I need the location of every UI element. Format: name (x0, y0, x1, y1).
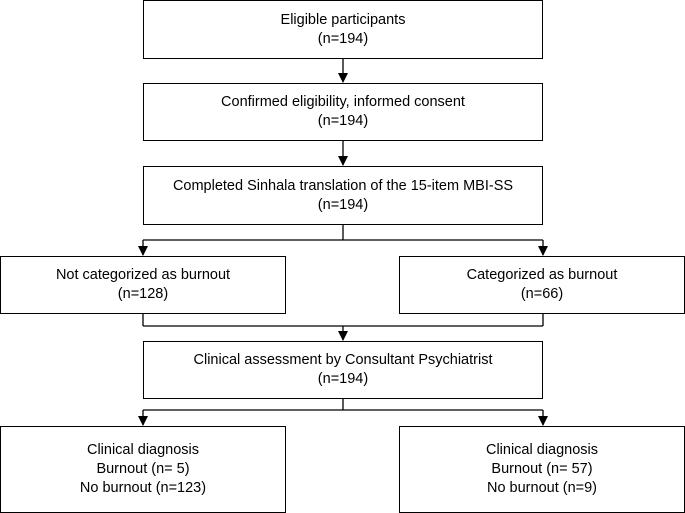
box-count: (n=128) (117, 286, 169, 302)
box-title: Categorized as burnout (466, 267, 618, 283)
burnout-box: Categorized as burnout (n=66) (399, 256, 685, 314)
diagnosis-left-box: Clinical diagnosis Burnout (n= 5) No bur… (0, 426, 286, 513)
clinical-assessment-box: Clinical assessment by Consultant Psychi… (143, 341, 543, 399)
consent-box: Confirmed eligibility, informed consent … (143, 83, 543, 141)
box-title: Clinical assessment by Consultant Psychi… (193, 352, 493, 368)
burnout-count: Burnout (n= 5) (96, 461, 190, 477)
burnout-count: Burnout (n= 57) (491, 461, 593, 477)
box-count: (n=194) (317, 113, 369, 129)
box-title: Clinical diagnosis (485, 442, 599, 458)
no-burnout-count: No burnout (n=9) (486, 480, 598, 496)
box-count: (n=194) (317, 371, 369, 387)
box-title: Clinical diagnosis (86, 442, 200, 458)
box-count: (n=194) (317, 30, 369, 47)
box-count: (n=66) (520, 286, 564, 302)
box-title: Completed Sinhala translation of the 15-… (172, 177, 514, 194)
box-count: (n=194) (317, 196, 369, 213)
box-title: Confirmed eligibility, informed consent (221, 94, 465, 110)
diagnosis-right-box: Clinical diagnosis Burnout (n= 57) No bu… (399, 426, 685, 513)
box-title: Not categorized as burnout (55, 267, 231, 283)
box-title: Eligible participants (280, 11, 406, 28)
no-burnout-count: No burnout (n=123) (79, 480, 207, 496)
eligible-participants-box: Eligible participants (n=194) (143, 0, 543, 59)
translation-box: Completed Sinhala translation of the 15-… (143, 166, 543, 225)
not-burnout-box: Not categorized as burnout (n=128) (0, 256, 286, 314)
